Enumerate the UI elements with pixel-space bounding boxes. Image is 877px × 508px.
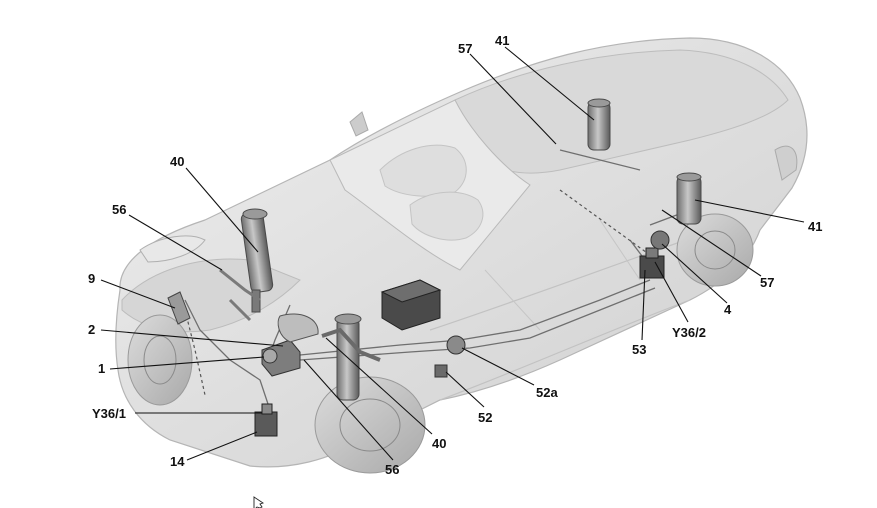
front-left-wheel [127,314,193,406]
callout-56-left: 56 [112,202,126,217]
dashed-line [559,189,651,256]
pressure-sensor [650,230,670,250]
callout-y36-2: Y36/2 [672,325,706,340]
callout-1: 1 [98,361,105,376]
rear-valve-block [639,247,665,279]
callout-41-top: 41 [495,33,509,48]
front-right-wheel [314,376,426,474]
callout-57-right: 57 [760,275,774,290]
callout-41-right: 41 [808,219,822,234]
front-valve-block [254,403,278,437]
rear-left-air-strut [587,98,611,151]
callout-57-top: 57 [458,41,472,56]
callout-40-bot: 40 [432,436,446,451]
callout-9: 9 [88,271,95,286]
callout-53: 53 [632,342,646,357]
callout-52a: 52a [536,385,558,400]
callout-4: 4 [724,302,732,317]
leader-lines [100,46,805,461]
rear-right-wheel [676,213,754,287]
callout-56-bot: 56 [385,462,399,477]
compressor-unit [261,313,319,377]
callout-52: 52 [478,410,492,425]
mouse-pointer-icon [253,496,265,508]
front-right-air-strut [321,313,381,401]
callout-40-top: 40 [170,154,184,169]
pressure-reservoir [446,335,466,355]
callout-14: 14 [170,454,185,469]
callout-labels: 57 41 40 56 9 2 1 Y36/1 14 56 40 52 52a … [88,33,822,477]
level-sensor [167,291,191,325]
callout-2: 2 [88,322,95,337]
callout-y36-1: Y36/1 [92,406,126,421]
front-left-air-strut [219,208,274,322]
control-unit [380,279,442,331]
reservoir-valve [434,364,448,378]
rear-right-air-strut [676,172,702,225]
dashed-line-front [184,309,206,396]
